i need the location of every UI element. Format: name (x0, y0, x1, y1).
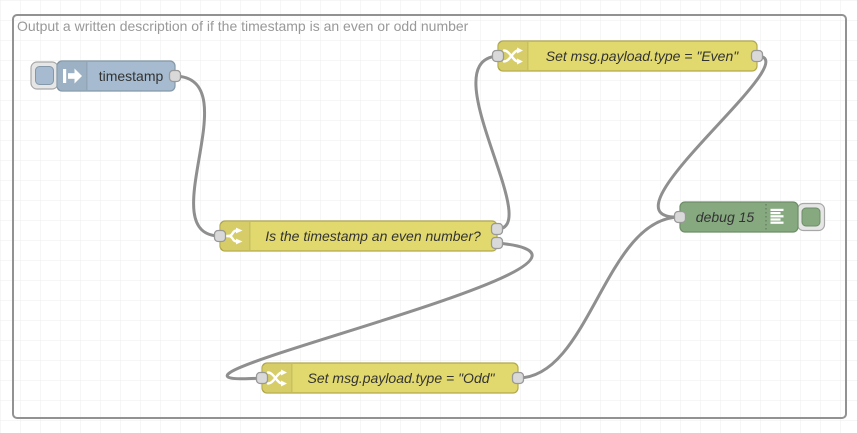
wire-change-even-to-debug[interactable] (656, 54, 768, 219)
port-output-change-even[interactable] (750, 49, 764, 63)
debug-toggle-button-inner[interactable] (801, 207, 821, 227)
wire-change-odd-to-debug[interactable] (516, 215, 682, 380)
node-inject-timestamp[interactable]: timestamp (30, 60, 182, 92)
list-icon (770, 208, 784, 224)
switch-node-label: Is the timestamp an even number? (265, 228, 481, 244)
shuffle-icon (266, 369, 287, 387)
node-change-even[interactable]: Set msg.payload.type = "Even" (491, 40, 764, 72)
inject-trigger-button-inner[interactable] (35, 66, 54, 85)
node-change-odd[interactable]: Set msg.payload.type = "Odd" (255, 362, 525, 394)
change-odd-node-label: Set msg.payload.type = "Odd" (308, 370, 496, 386)
port-output-switch-1[interactable] (490, 222, 504, 236)
debug-node-label: debug 15 (696, 209, 755, 225)
shuffle-icon (502, 47, 523, 65)
wire-inject-to-switch[interactable] (173, 74, 222, 238)
flow-group-label: Output a written description of if the t… (17, 18, 469, 34)
inject-node-label: timestamp (99, 68, 164, 84)
wire-switch-to-change-odd[interactable] (225, 241, 534, 381)
wire-switch-to-change-even[interactable] (474, 54, 511, 231)
port-input-debug[interactable] (673, 210, 687, 224)
flow-group-outline[interactable] (12, 14, 847, 419)
arrow-in-icon (63, 68, 82, 84)
port-input-switch[interactable] (213, 229, 227, 243)
port-input-change-even[interactable] (491, 49, 505, 63)
port-output-change-odd[interactable] (511, 371, 525, 385)
port-output-switch-2[interactable] (490, 236, 504, 250)
port-output-timestamp[interactable] (168, 69, 182, 83)
node-debug-15[interactable]: debug 15 (673, 201, 826, 233)
change-even-node-label: Set msg.payload.type = "Even" (546, 48, 739, 64)
port-input-change-odd[interactable] (255, 371, 269, 385)
node-switch-even-check[interactable]: Is the timestamp an even number? (213, 220, 504, 252)
